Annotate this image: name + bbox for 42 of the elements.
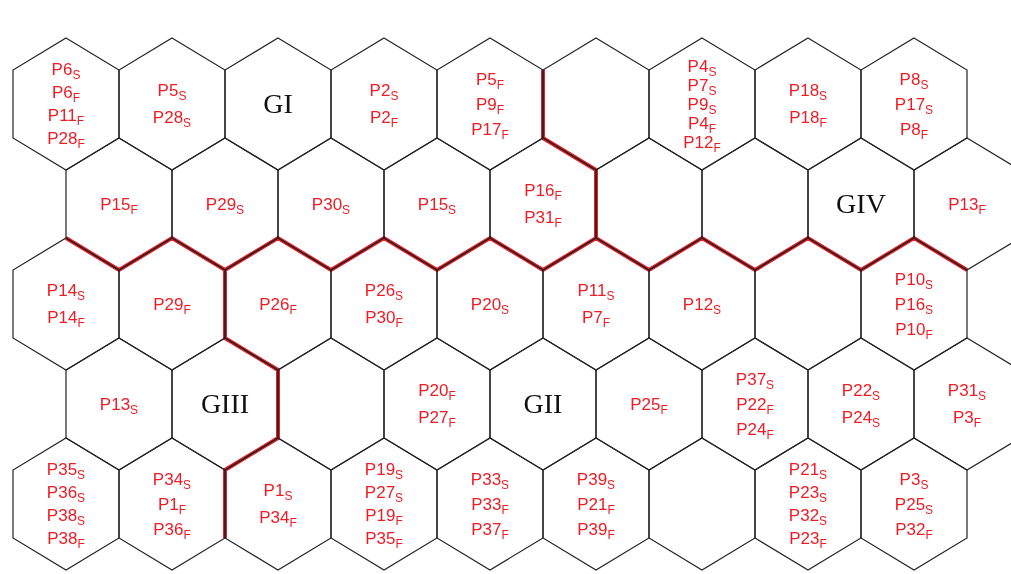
sample-label: P14$_{F}$ (46, 308, 86, 327)
sample-label: P22$_{S}$ (840, 381, 882, 400)
sample-label: P6$_{F}$ (50, 83, 82, 102)
sample-label: P31$_{F}$ (523, 208, 563, 227)
sample-label: P2$_{S}$ (368, 81, 400, 100)
sample-label: P16$_{F}$ (523, 181, 563, 200)
sample-label: P2$_{F}$ (368, 108, 400, 127)
sample-label: P11$_{S}$ (576, 281, 616, 300)
sample-label: P19$_{F}$ (364, 506, 404, 525)
sample-label: P23$_{F}$ (788, 529, 828, 548)
sample-label: P7$_{F}$ (580, 308, 612, 327)
group-label: GIII (200, 388, 250, 420)
sample-label: P34$_{F}$ (258, 508, 298, 527)
sample-label: P38$_{F}$ (46, 529, 86, 548)
sample-label: P21$_{S}$ (787, 460, 829, 479)
sample-label: P28$_{F}$ (46, 129, 86, 148)
sample-label: P36$_{S}$ (45, 483, 87, 502)
sample-label: P32$_{S}$ (787, 506, 829, 525)
sample-label: P11$_{F}$ (46, 106, 86, 125)
sample-label: P14$_{S}$ (45, 281, 87, 300)
sample-label: P35$_{S}$ (45, 460, 87, 479)
group-label: GIV (836, 188, 886, 220)
sample-label: P3$_{F}$ (951, 408, 983, 427)
sample-label: P35$_{F}$ (364, 529, 404, 548)
group-label: GII (523, 388, 563, 420)
sample-label: P24$_{S}$ (840, 408, 882, 427)
sample-label: P27$_{F}$ (417, 408, 457, 427)
sample-label: P20$_{F}$ (417, 381, 457, 400)
group-label: GI (263, 88, 293, 120)
sample-label: P27$_{S}$ (363, 483, 405, 502)
sample-label: P23$_{S}$ (787, 483, 829, 502)
sample-label: P1$_{S}$ (262, 481, 294, 500)
sample-label: P19$_{S}$ (363, 460, 405, 479)
sample-label: P18$_{S}$ (787, 81, 829, 100)
sample-label: P31$_{S}$ (946, 381, 988, 400)
sample-label: P6$_{S}$ (50, 60, 82, 79)
sample-label: P5$_{S}$ (156, 81, 188, 100)
sample-label: P38$_{S}$ (45, 506, 87, 525)
sample-label: P18$_{F}$ (788, 108, 828, 127)
sample-label: P28$_{S}$ (151, 108, 193, 127)
sample-label: P26$_{S}$ (363, 281, 405, 300)
sample-label: P30$_{F}$ (364, 308, 404, 327)
